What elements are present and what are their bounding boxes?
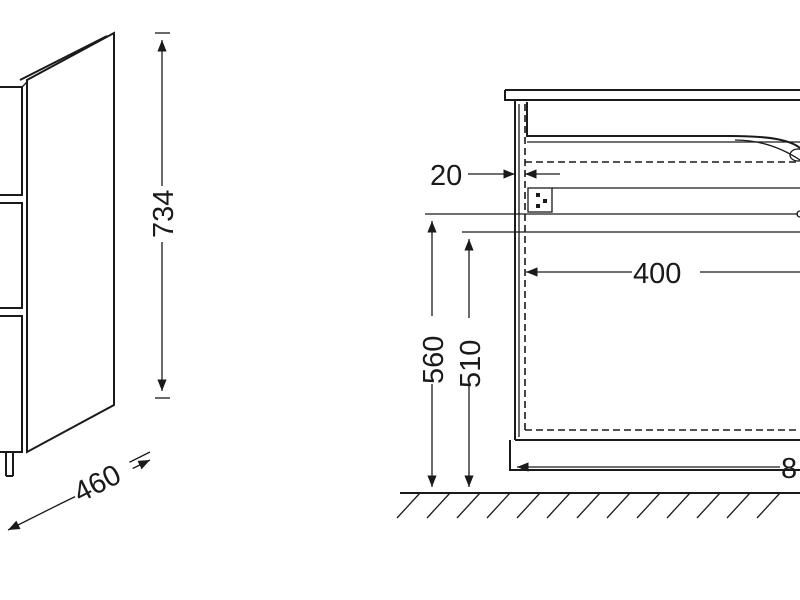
dimension-total-width: 8 <box>517 453 797 485</box>
side-view: 734 460 <box>0 31 180 531</box>
countertop <box>504 89 800 101</box>
front-view: 20 560 510 400 8 <box>396 89 800 519</box>
drawer-front-1 <box>0 86 23 196</box>
dim-label-20: 20 <box>430 160 462 192</box>
drawer-front-3 <box>0 315 23 453</box>
cabinet-leg <box>5 452 14 477</box>
dim-label-total-width: 8 <box>781 453 797 485</box>
siphon-box <box>527 187 800 213</box>
dimension-560: 560 <box>418 221 450 487</box>
side-panel <box>26 31 115 454</box>
pipe-outlet <box>796 210 800 218</box>
drawer-front-2 <box>0 202 23 309</box>
drawer-outline-dashed <box>524 104 800 431</box>
drawer-fronts <box>0 81 28 453</box>
dim-label-734: 734 <box>148 190 180 238</box>
basin <box>526 102 800 162</box>
dimension-20: 20 <box>430 160 560 192</box>
dim-label-400: 400 <box>633 258 681 290</box>
top-edge <box>19 35 108 81</box>
dimension-400: 400 <box>526 258 800 290</box>
dim-label-510: 510 <box>455 340 487 388</box>
dimension-460: 460 <box>7 449 151 531</box>
plinth <box>509 440 800 471</box>
dimension-510: 510 <box>455 239 487 487</box>
floor-hatching <box>396 492 800 519</box>
dimension-734: 734 <box>148 32 180 399</box>
dim-label-560: 560 <box>418 336 450 384</box>
